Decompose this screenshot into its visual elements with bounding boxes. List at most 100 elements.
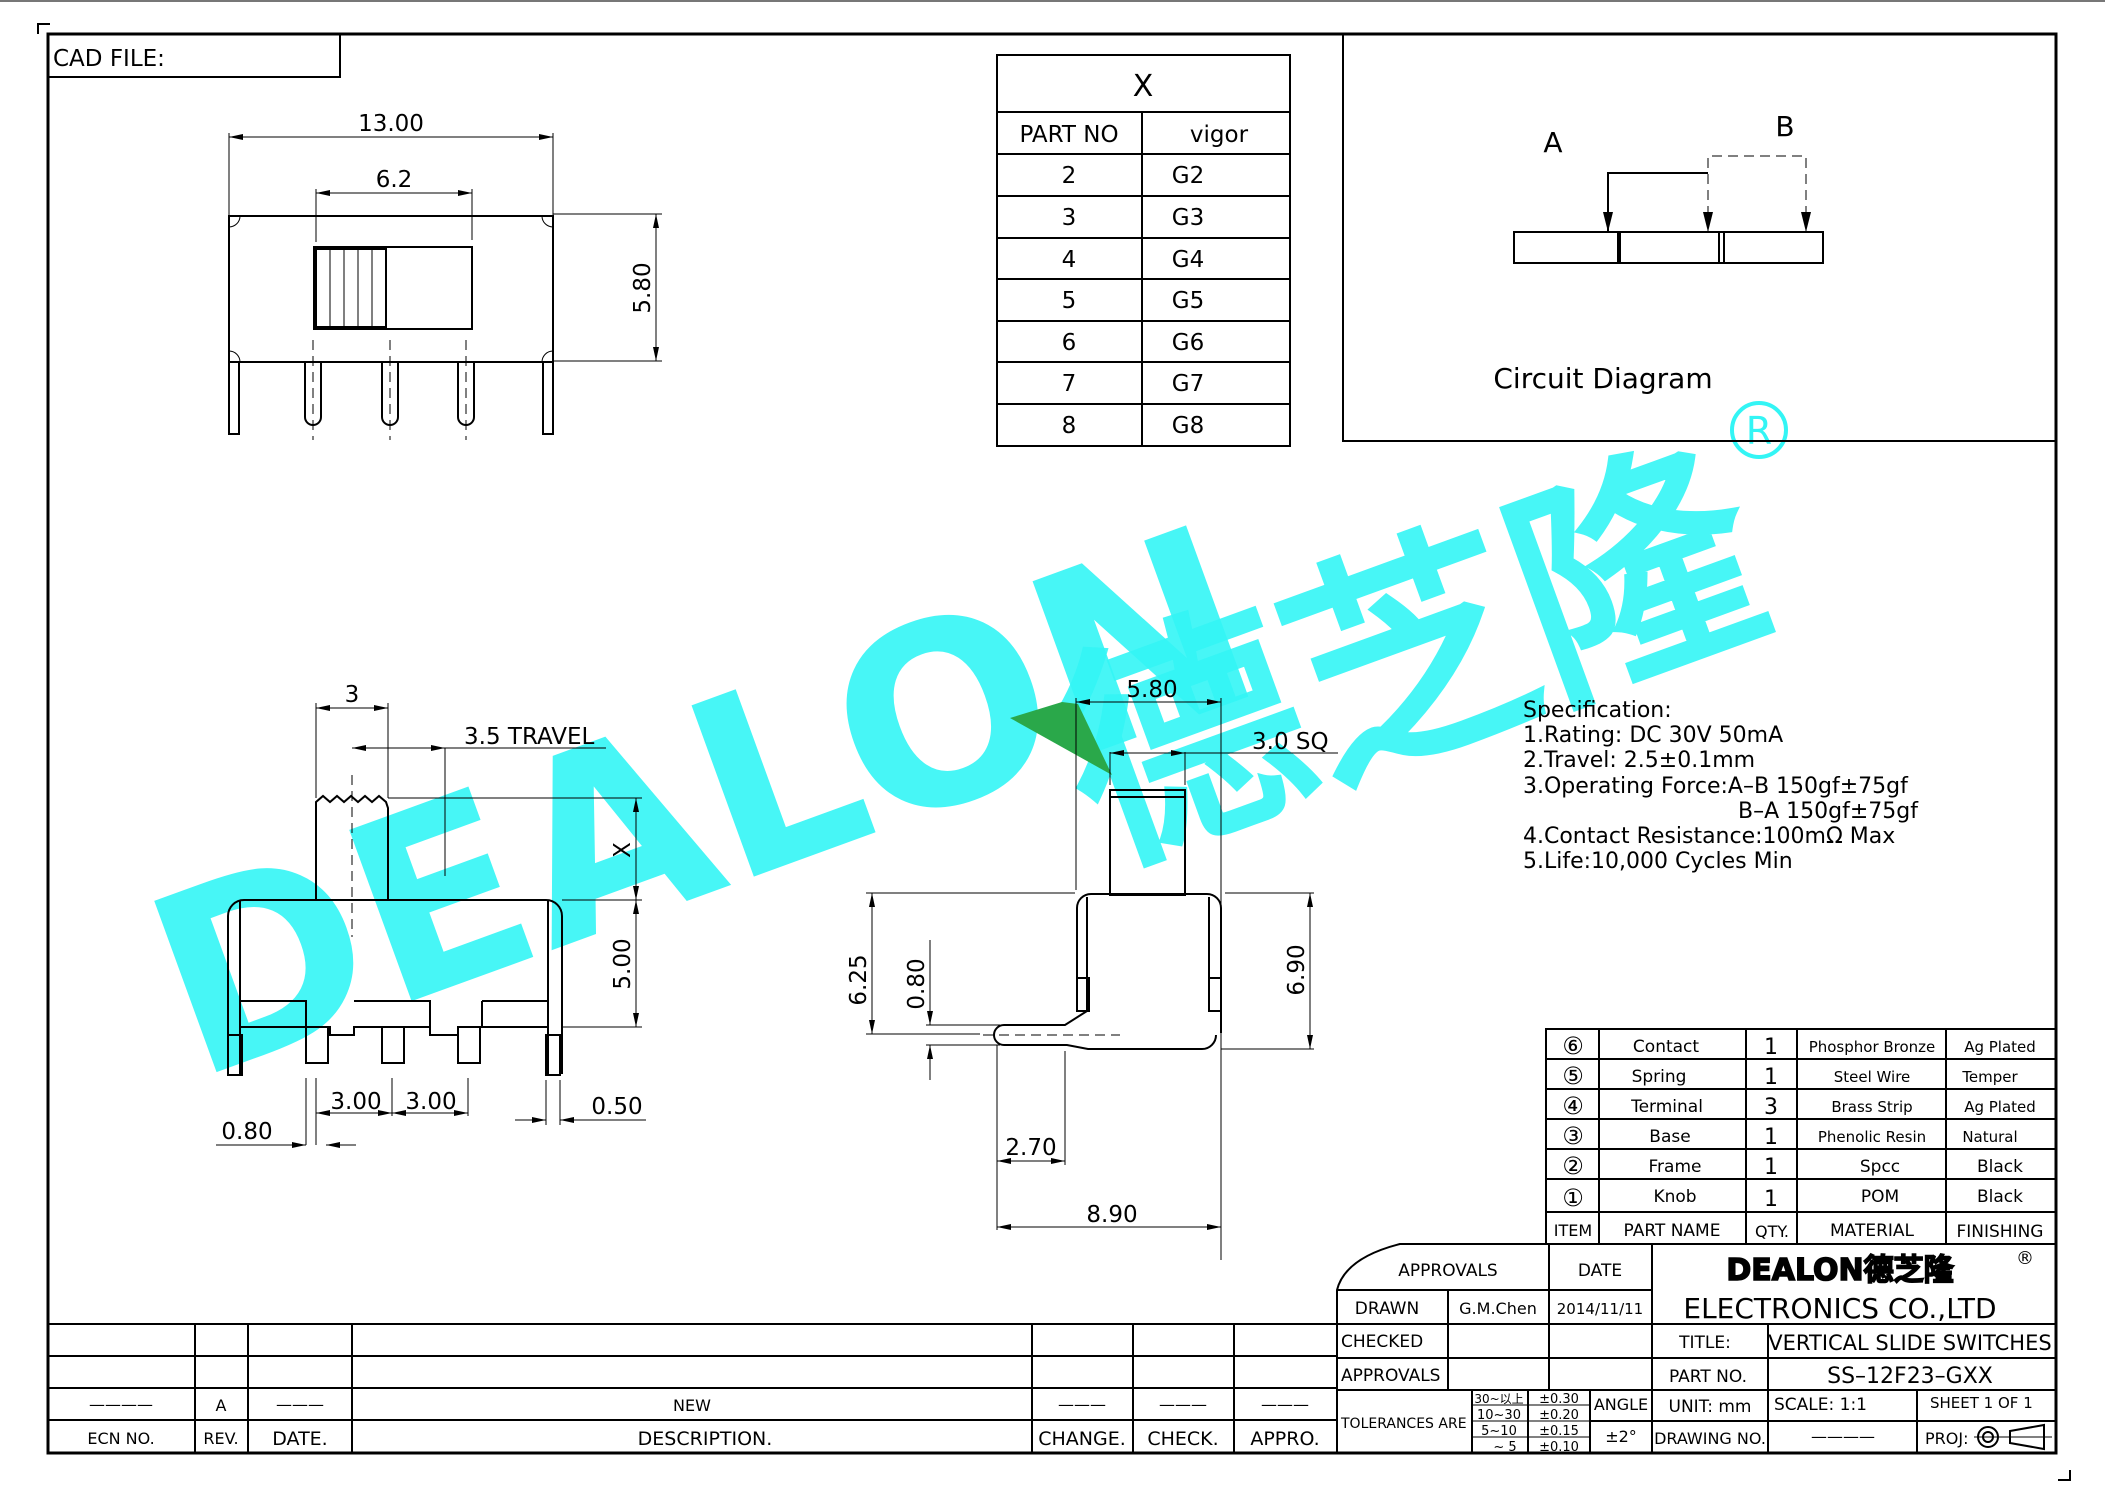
rev-entry-ecn: ———— xyxy=(89,1395,153,1414)
dim-knob-width: 3 xyxy=(345,682,360,708)
cad-file-box: CAD FILE: xyxy=(48,34,341,78)
company-name: ELECTRONICS CO.,LTD xyxy=(1683,1292,1996,1325)
bom-part-name: Terminal xyxy=(1630,1097,1703,1117)
rev-header-change: CHANGE. xyxy=(1038,1428,1126,1450)
table-col-part-no: PART NO xyxy=(1019,122,1118,148)
rev-header-ecn: ECN NO. xyxy=(87,1429,154,1448)
dim-pin-length: 2.70 xyxy=(1005,1135,1056,1161)
bom-header-material: MATERIAL xyxy=(1830,1221,1915,1241)
contact-terminal-3 xyxy=(1718,231,1824,264)
drawing-no-value: ———— xyxy=(1811,1427,1875,1446)
spec-line: 1.Rating: DC 30V 50mA xyxy=(1523,723,1783,748)
rev-entry-check: ——— xyxy=(1159,1395,1207,1414)
bom-part-name: Base xyxy=(1649,1127,1690,1147)
table-cell: G6 xyxy=(1172,330,1204,356)
drawn-date: 2014/11/11 xyxy=(1557,1300,1643,1318)
tolerance-range: 5~10 xyxy=(1481,1424,1517,1439)
spec-line: 3.Operating Force:A–B 150gf±75gf xyxy=(1523,774,1909,799)
table-cell: 7 xyxy=(1062,371,1077,397)
company-logo: DEALON德芝隆 xyxy=(1726,1253,1954,1288)
bom-item: ③ xyxy=(1562,1122,1584,1150)
drawing-no-label: DRAWING NO. xyxy=(1654,1429,1766,1448)
tolerance-range: 30~以上 xyxy=(1474,1392,1523,1406)
angle-value: ±2° xyxy=(1605,1427,1637,1446)
bom-material: Phenolic Resin xyxy=(1818,1128,1926,1146)
approvals-header: APPROVALS xyxy=(1398,1261,1497,1281)
table-cell: 5 xyxy=(1062,288,1077,314)
drawing-title: VERTICAL SLIDE SWITCHES xyxy=(1768,1331,2051,1355)
rev-entry-rev: A xyxy=(216,1396,227,1415)
bom-material: Steel Wire xyxy=(1834,1068,1911,1086)
dim-travel: 3.5 TRAVEL xyxy=(464,724,595,750)
dim-overall-depth: 8.90 xyxy=(1086,1202,1137,1228)
circuit-label-b: B xyxy=(1775,110,1794,143)
spec-line: 2.Travel: 2.5±0.1mm xyxy=(1523,748,1755,773)
rev-header-description: DESCRIPTION. xyxy=(638,1428,773,1450)
table-cell: 3 xyxy=(1062,205,1077,231)
rev-entry-change: ——— xyxy=(1058,1395,1106,1414)
drawn-label: DRAWN xyxy=(1355,1299,1419,1319)
bom-finishing: Ag Plated xyxy=(1964,1098,2036,1116)
table-cell: G4 xyxy=(1172,247,1204,273)
bom-header-item: ITEM xyxy=(1554,1221,1592,1240)
contact-terminal-1 xyxy=(1513,231,1619,264)
bill-of-materials: ⑥ Contact 1 Phosphor Bronze Ag Plated ⑤ … xyxy=(1545,1028,2057,1245)
checked-label: CHECKED xyxy=(1341,1332,1423,1352)
side-view: 3 3.5 TRAVEL X 5.00 3.00 3.00 0.80 0.50 xyxy=(216,682,646,1148)
spec-line: B–A 150gf±75gf xyxy=(1738,799,1919,824)
part-no-label: PART NO. xyxy=(1669,1367,1747,1387)
dim-pin-offset: 0.80 xyxy=(221,1119,272,1145)
angle-label: ANGLE xyxy=(1594,1395,1648,1414)
rev-entry-date: ——— xyxy=(276,1395,324,1414)
contact-terminal-2 xyxy=(1619,231,1725,264)
table-cell: 6 xyxy=(1062,330,1077,356)
rev-entry-appro: ——— xyxy=(1261,1395,1309,1414)
dim-overall-width: 13.00 xyxy=(358,111,424,137)
bom-item: ⑤ xyxy=(1562,1062,1584,1090)
approvals-row-label: APPROVALS xyxy=(1341,1366,1440,1386)
corner-mark-top-left xyxy=(37,23,50,34)
rev-header-check: CHECK. xyxy=(1147,1428,1218,1450)
spec-title: Specification: xyxy=(1523,698,1672,723)
rev-header-appro: APPRO. xyxy=(1250,1428,1319,1450)
dim-height-625: 6.25 xyxy=(846,954,872,1005)
table-header-x: X xyxy=(1133,69,1154,104)
title-label: TITLE: xyxy=(1678,1333,1731,1353)
watermark-green-accent xyxy=(1010,702,1112,775)
dim-knob-height-x: X xyxy=(610,842,636,858)
top-view: 13.00 6.2 5.80 xyxy=(228,111,662,440)
bom-item: ② xyxy=(1562,1152,1584,1180)
revision-block: ———— A ——— NEW ——— ——— ——— ECN NO. REV. … xyxy=(48,1323,1337,1453)
bom-qty: 1 xyxy=(1764,1065,1778,1090)
rev-header-date: DATE. xyxy=(272,1428,327,1450)
table-cell: G8 xyxy=(1172,413,1204,439)
bom-part-name: Frame xyxy=(1649,1157,1702,1177)
bom-part-name: Contact xyxy=(1633,1037,1699,1057)
bom-header-part-name: PART NAME xyxy=(1624,1221,1721,1241)
bom-qty: 1 xyxy=(1764,1187,1778,1212)
watermark-registered-circle xyxy=(1730,401,1788,459)
bom-finishing: Temper xyxy=(1961,1068,2018,1086)
circuit-caption: Circuit Diagram xyxy=(1493,362,1712,395)
title-block: APPROVALS DATE DRAWN G.M.Chen 2014/11/11… xyxy=(1336,1243,2056,1455)
bom-material: Brass Strip xyxy=(1831,1098,1912,1116)
cad-file-label: CAD FILE: xyxy=(53,46,165,72)
dim-slot-width: 6.2 xyxy=(376,167,413,193)
scale-label: SCALE: 1:1 xyxy=(1774,1395,1867,1415)
bom-qty: 1 xyxy=(1764,1035,1778,1060)
bom-item: ④ xyxy=(1562,1092,1584,1120)
dim-pin-thickness: 0.80 xyxy=(904,958,930,1009)
table-cell: 4 xyxy=(1062,247,1077,273)
bom-part-name: Knob xyxy=(1653,1187,1696,1207)
bom-header-finishing: FINISHING xyxy=(1956,1222,2043,1242)
tolerance-value: ±0.30 xyxy=(1539,1392,1579,1407)
bom-qty: 3 xyxy=(1764,1095,1778,1120)
spec-line: 4.Contact Resistance:100mΩ Max xyxy=(1523,824,1895,849)
bom-item: ① xyxy=(1562,1184,1584,1212)
dim-body-depth: 5.80 xyxy=(1126,677,1177,703)
rev-entry-description: NEW xyxy=(673,1396,711,1415)
bom-material: POM xyxy=(1861,1187,1899,1207)
bom-item: ⑥ xyxy=(1562,1032,1584,1060)
watermark-registered-r: R xyxy=(1746,409,1772,453)
